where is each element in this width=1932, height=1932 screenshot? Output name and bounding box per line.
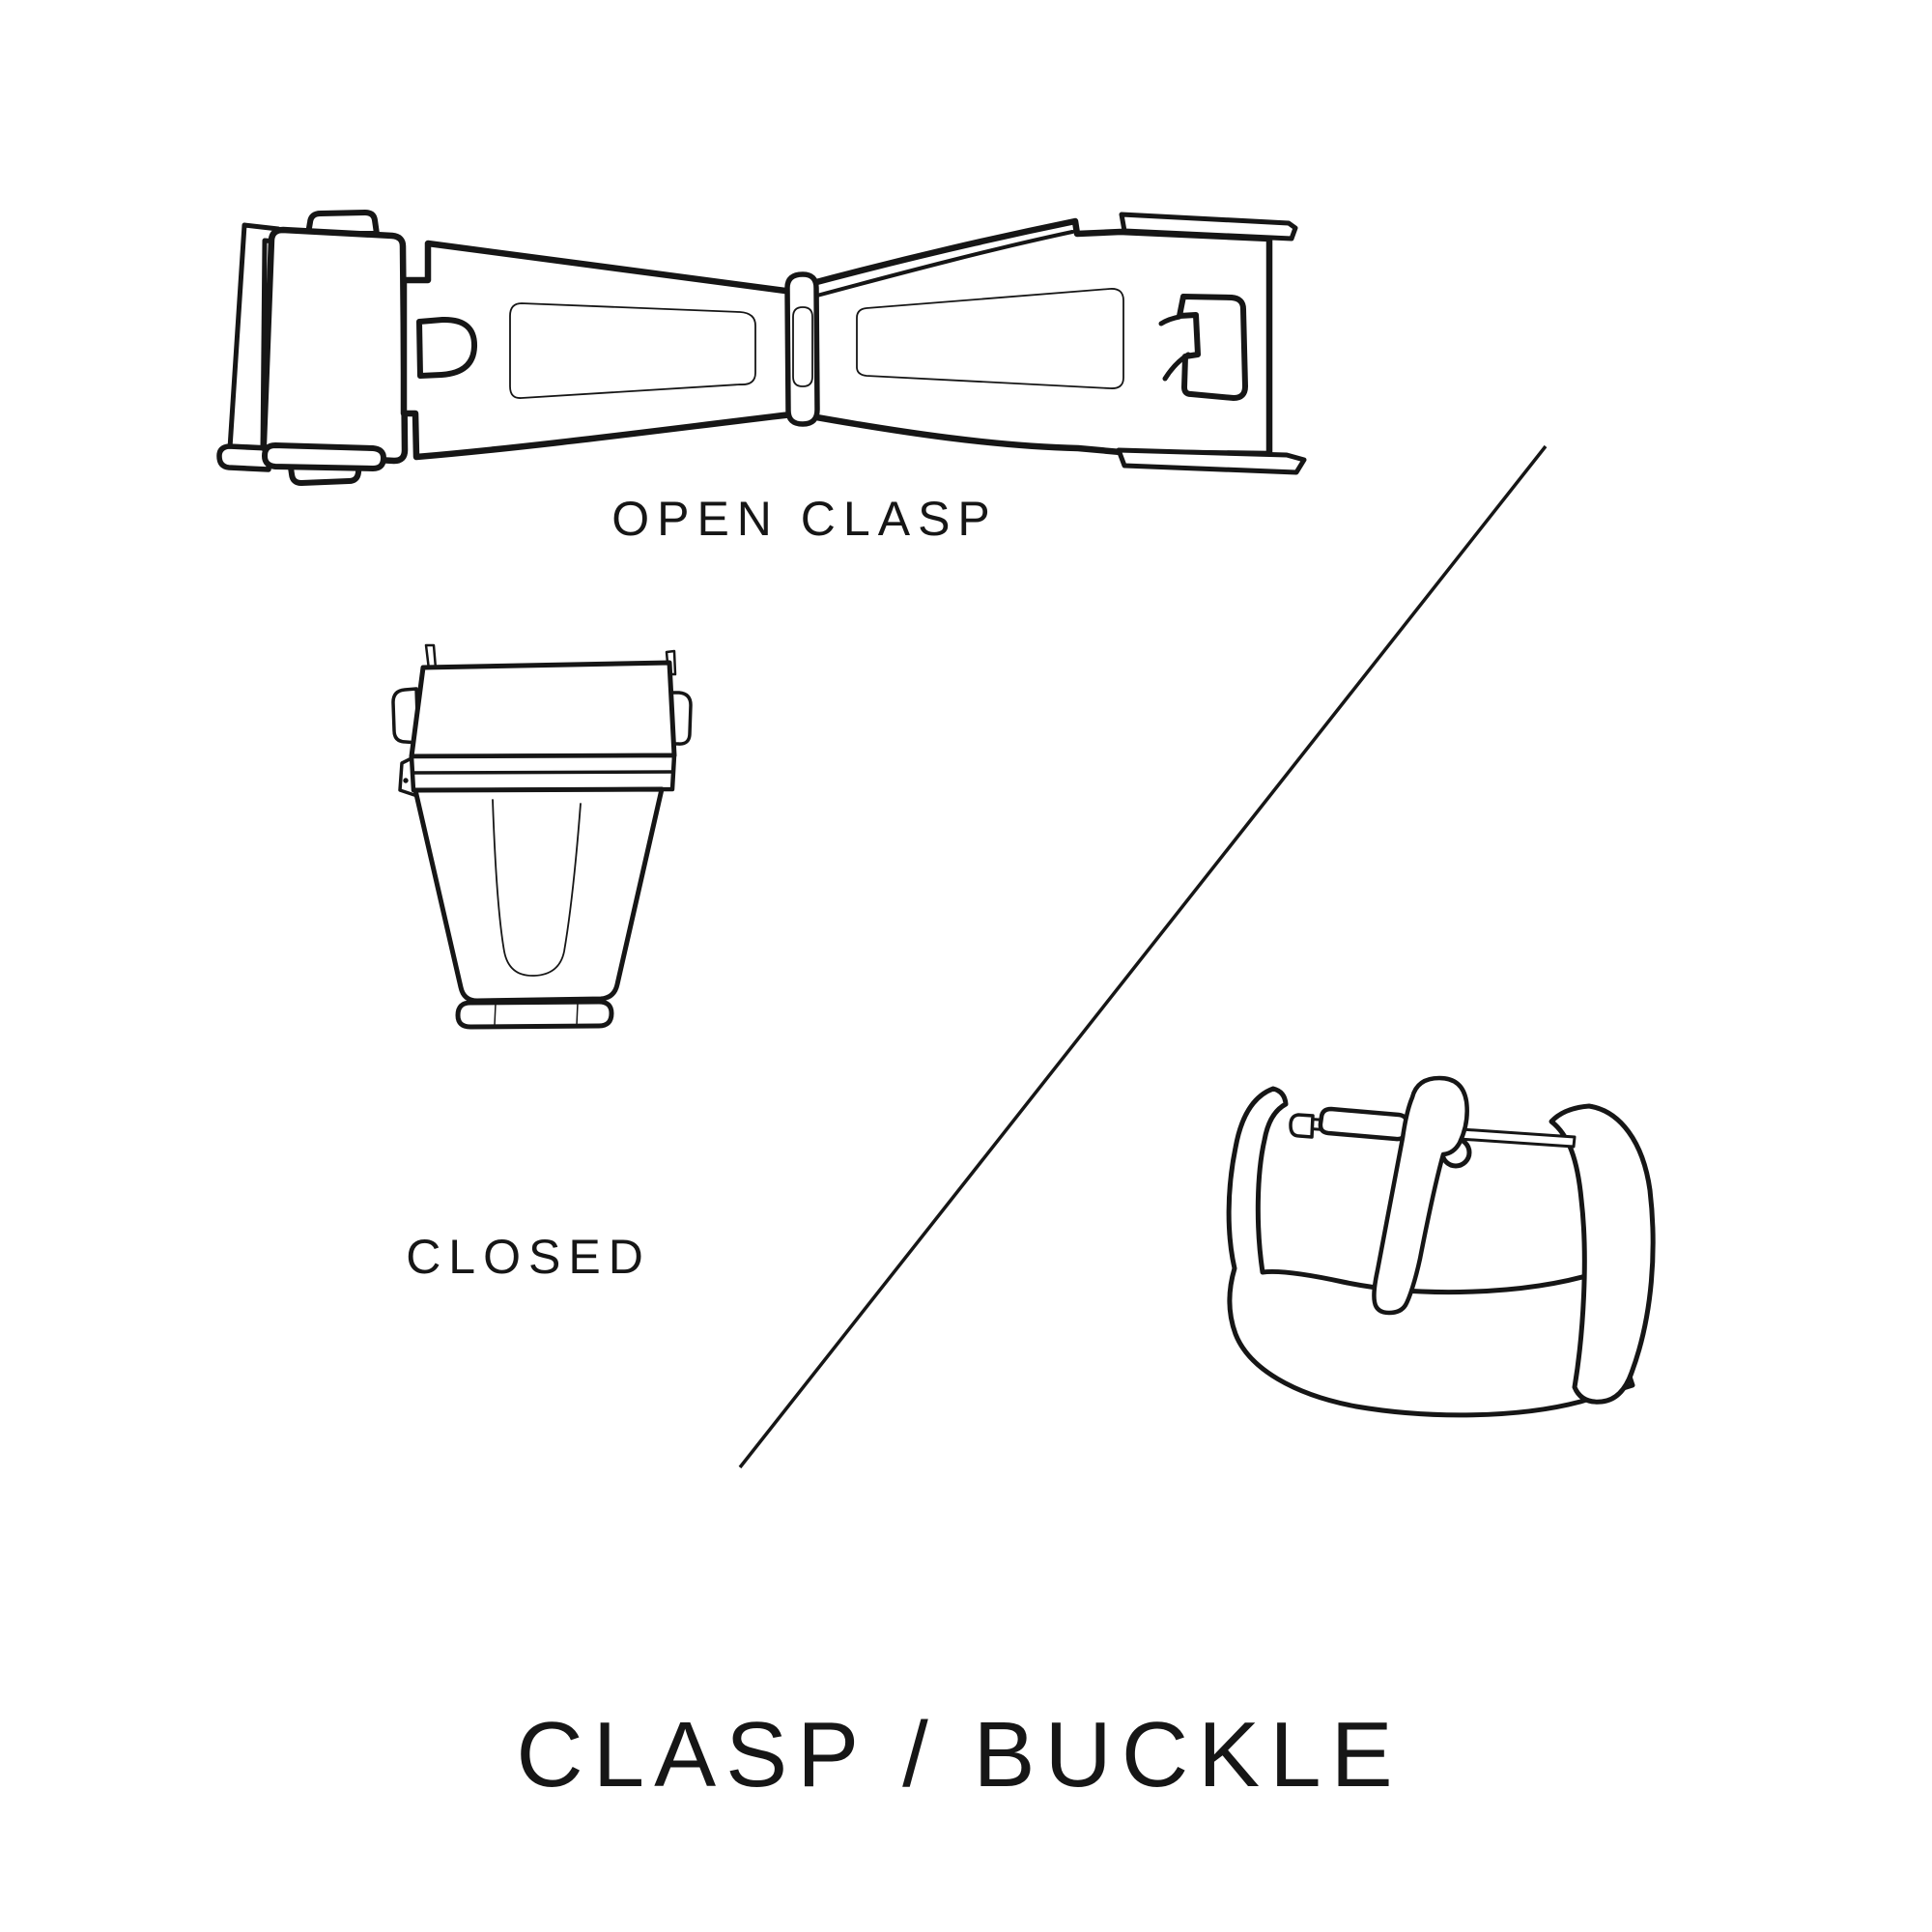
open-clasp-d-cutout — [416, 316, 478, 379]
open-clasp-hook-tick-bottom — [1162, 352, 1191, 382]
open-clasp-foot — [216, 443, 272, 472]
open-clasp-left-body — [400, 240, 804, 461]
closed-clasp-flap-dot — [403, 778, 409, 783]
open-clasp-end-link — [260, 226, 409, 465]
closed-clasp-base-tick-left — [494, 1003, 497, 1026]
open-clasp-hook-tick-top — [1158, 314, 1182, 327]
closed-clasp-label: CLOSED — [406, 1230, 651, 1284]
open-clasp-bottom-pill — [262, 442, 386, 471]
open-clasp-top-strip — [1119, 212, 1298, 242]
closed-clasp-lid — [409, 660, 677, 759]
diagonal-divider — [738, 444, 1548, 1469]
open-clasp-hinge-inner — [792, 306, 813, 387]
buckle-frame — [1226, 1086, 1635, 1418]
open-clasp-top-bump — [305, 210, 380, 237]
closed-clasp-body — [412, 786, 665, 1004]
closed-clasp-ear-left — [391, 687, 420, 745]
tang-buckle-drawing — [1226, 1075, 1656, 1418]
closed-clasp-drawing — [391, 643, 693, 1030]
open-clasp-label: OPEN CLASP — [611, 492, 998, 546]
open-clasp-left-window — [509, 302, 756, 399]
page-title: CLASP / BUCKLE — [516, 1703, 1403, 1806]
open-clasp-hook — [1177, 294, 1248, 401]
buckle-pin-sleeve — [1318, 1106, 1409, 1142]
open-clasp-right-topline — [811, 230, 1074, 298]
open-clasp-drawing — [216, 210, 1307, 486]
closed-clasp-base-pill — [455, 999, 614, 1030]
closed-clasp-inner-window — [492, 799, 582, 977]
buckle-pin-cap — [1289, 1113, 1315, 1139]
open-clasp-right-window — [856, 288, 1124, 389]
closed-clasp-base-tick-right — [576, 1002, 579, 1026]
buckle-prong — [1372, 1075, 1469, 1316]
open-clasp-right-body — [802, 217, 1273, 458]
closed-clasp-band-line — [411, 770, 675, 775]
open-clasp-bottom-strip — [1116, 447, 1307, 475]
